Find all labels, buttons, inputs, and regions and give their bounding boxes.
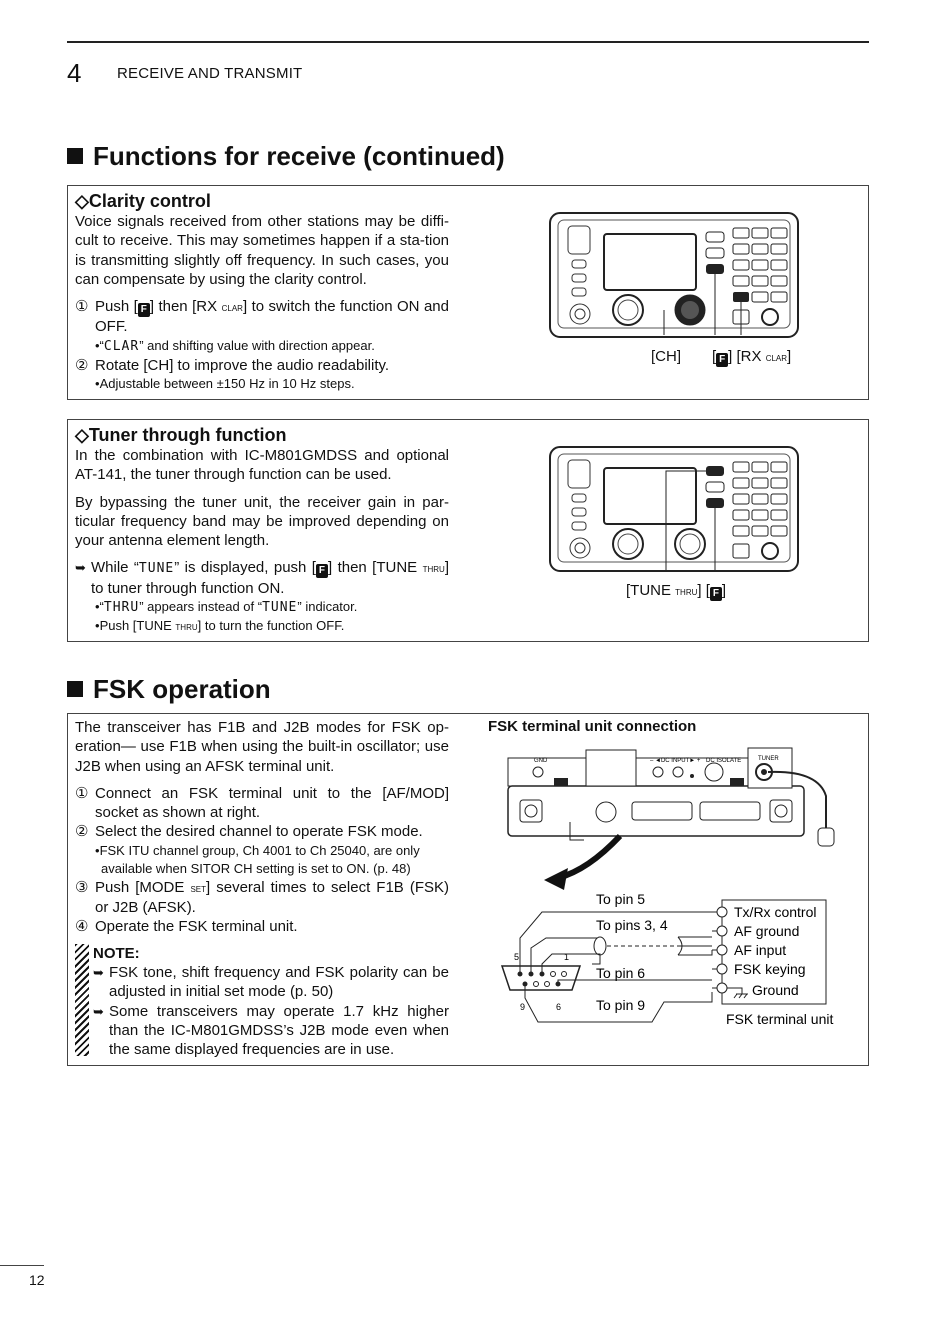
clarity-control-box: ◇Clarity control Voice signals received …: [67, 185, 869, 400]
radio-front-panel-figure-2: [549, 446, 799, 572]
fig-label-tune-thru-f: [TUNE thru] [F]: [626, 582, 727, 601]
terminal-ground: Ground: [752, 982, 799, 998]
tuner-bullet-1: •“THRU” appears instead of “TUNE” indica…: [95, 599, 358, 616]
panel-label-gnd: GND: [534, 758, 548, 764]
pin-label-9: 9: [520, 1002, 525, 1012]
fig-label-f-rx-clar: [F] [RX clar]: [712, 348, 792, 367]
arrow-bullet-icon: ➥: [93, 964, 104, 980]
page-number: 12: [29, 1272, 45, 1288]
footer-rule: [0, 1265, 44, 1266]
fsk-step-2-bullet: •FSK ITU channel group, Ch 4001 to Ch 25…: [95, 842, 420, 876]
tuner-bullet-2: •Push [TUNE thru] to turn the function O…: [95, 618, 345, 634]
f-key-icon: F: [315, 564, 328, 579]
note-title: NOTE:: [93, 944, 140, 962]
square-bullet-icon: [67, 148, 83, 164]
note-hatch-icon: [75, 943, 89, 1056]
terminal-af-ground: AF ground: [734, 923, 799, 939]
fig-label-ch: [CH]: [651, 348, 681, 365]
wire-label-pin9: To pin 9: [596, 997, 645, 1013]
f-key-icon: F: [716, 353, 729, 367]
fsk-operation-box: The transceiver has F1B and J2B modes fo…: [67, 713, 869, 1066]
tuner-through-box: ◇Tuner through function In the combinati…: [67, 419, 869, 642]
fsk-terminal-unit-label: FSK terminal unit: [726, 1011, 833, 1027]
f-key-icon: F: [709, 587, 722, 601]
arrow-bullet-icon: ➥: [75, 560, 86, 576]
section-title-fsk: FSK operation: [67, 674, 271, 705]
pin-label-6: 6: [556, 1002, 561, 1012]
f-key-icon: F: [137, 303, 150, 318]
chapter-number: 4: [67, 58, 82, 88]
fsk-figure-title: FSK terminal unit connection: [488, 718, 697, 735]
arrow-bullet-icon: ➥: [93, 1003, 104, 1019]
note-item-1: ➥FSK tone, shift frequency and FSK polar…: [93, 963, 449, 1001]
tuner-p1: In the combination with IC-M801GMDSS and…: [75, 447, 449, 484]
radio-front-panel-figure-1: [549, 212, 799, 338]
wire-label-pin6: To pin 6: [596, 965, 645, 981]
terminal-tx-rx-control: Tx/Rx control: [734, 904, 816, 920]
note-block: NOTE: ➥FSK tone, shift frequency and FSK…: [75, 943, 449, 1060]
wire-label-pins34: To pins 3, 4: [596, 917, 668, 933]
terminal-fsk-keying: FSK keying: [734, 961, 806, 977]
tuner-heading: ◇Tuner through function: [75, 425, 287, 445]
tuner-p2: By bypassing the tuner unit, the receive…: [75, 493, 449, 550]
panel-label-tuner: TUNER: [758, 756, 779, 762]
fsk-connection-diagram: GND – ◄DC INPUT► + DC ISOLATE TUNER: [500, 747, 835, 1027]
note-item-2: ➥Some transceivers may operate 1.7 kHz h…: [93, 1002, 449, 1059]
wire-label-pin5: To pin 5: [596, 891, 645, 907]
clarity-intro: Voice signals received from other statio…: [75, 213, 449, 288]
square-bullet-icon: [67, 681, 83, 697]
header-rule: [67, 41, 869, 43]
panel-label-dc-isolate: DC ISOLATE: [706, 758, 741, 764]
section-title-receive: Functions for receive (continued): [67, 141, 505, 172]
pin-label-1: 1: [564, 952, 569, 962]
pin-label-5: 5: [514, 952, 519, 962]
clarity-step-2-bullet: •Adjustable between ±150 Hz in 10 Hz ste…: [95, 376, 355, 392]
terminal-af-input: AF input: [734, 942, 786, 958]
tuner-step: ➥While “TUNE” is displayed, push [F] the…: [75, 559, 449, 597]
clarity-step-1-bullet: •“CLAR” and shifting value with directio…: [95, 337, 375, 354]
panel-label-dc-input: – ◄DC INPUT► +: [650, 758, 701, 764]
clarity-heading: ◇Clarity control: [75, 191, 211, 211]
fsk-intro: The transceiver has F1B and J2B modes fo…: [75, 719, 449, 775]
chapter-title: RECEIVE AND TRANSMIT: [117, 65, 303, 82]
